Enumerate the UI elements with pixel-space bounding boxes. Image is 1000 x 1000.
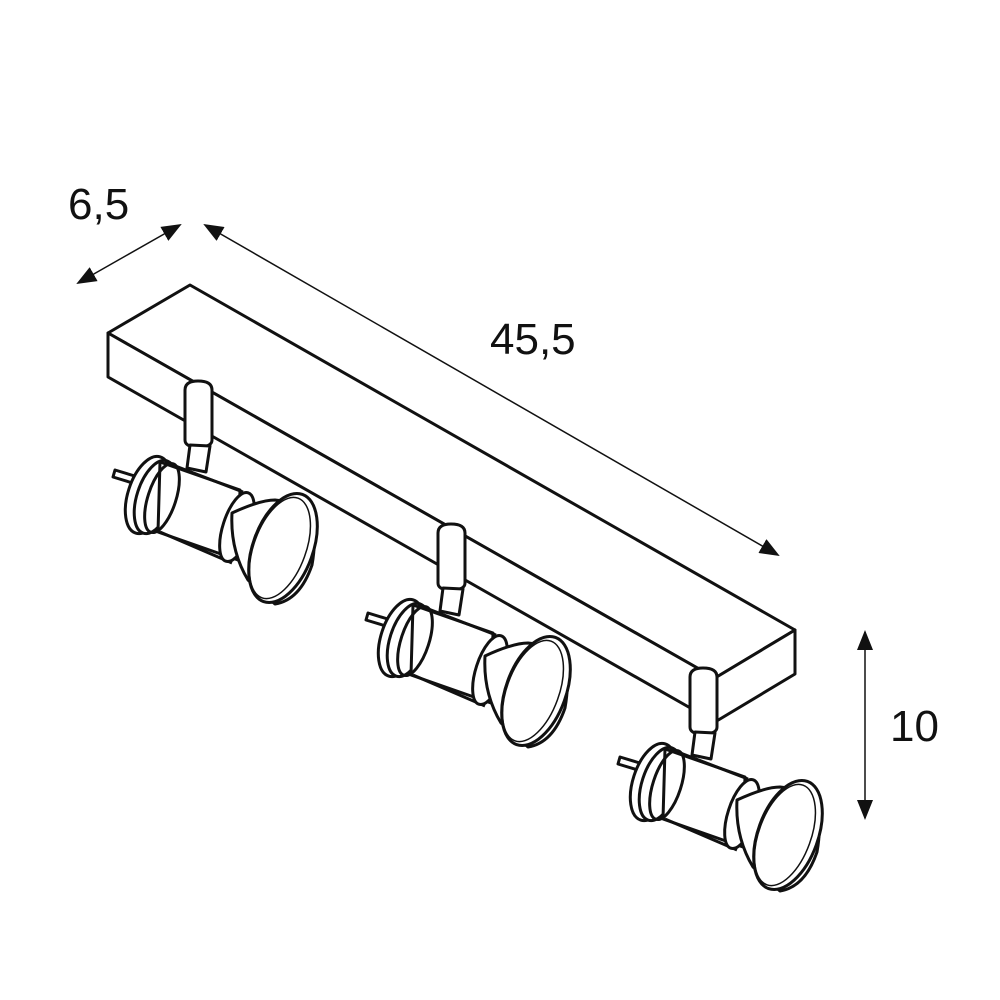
- length-label: 45,5: [490, 315, 576, 364]
- depth-dimension-arrow: [76, 224, 182, 284]
- depth-label: 6,5: [68, 180, 130, 229]
- height-label: 10: [890, 702, 939, 751]
- length-dimension-arrow: [203, 224, 780, 556]
